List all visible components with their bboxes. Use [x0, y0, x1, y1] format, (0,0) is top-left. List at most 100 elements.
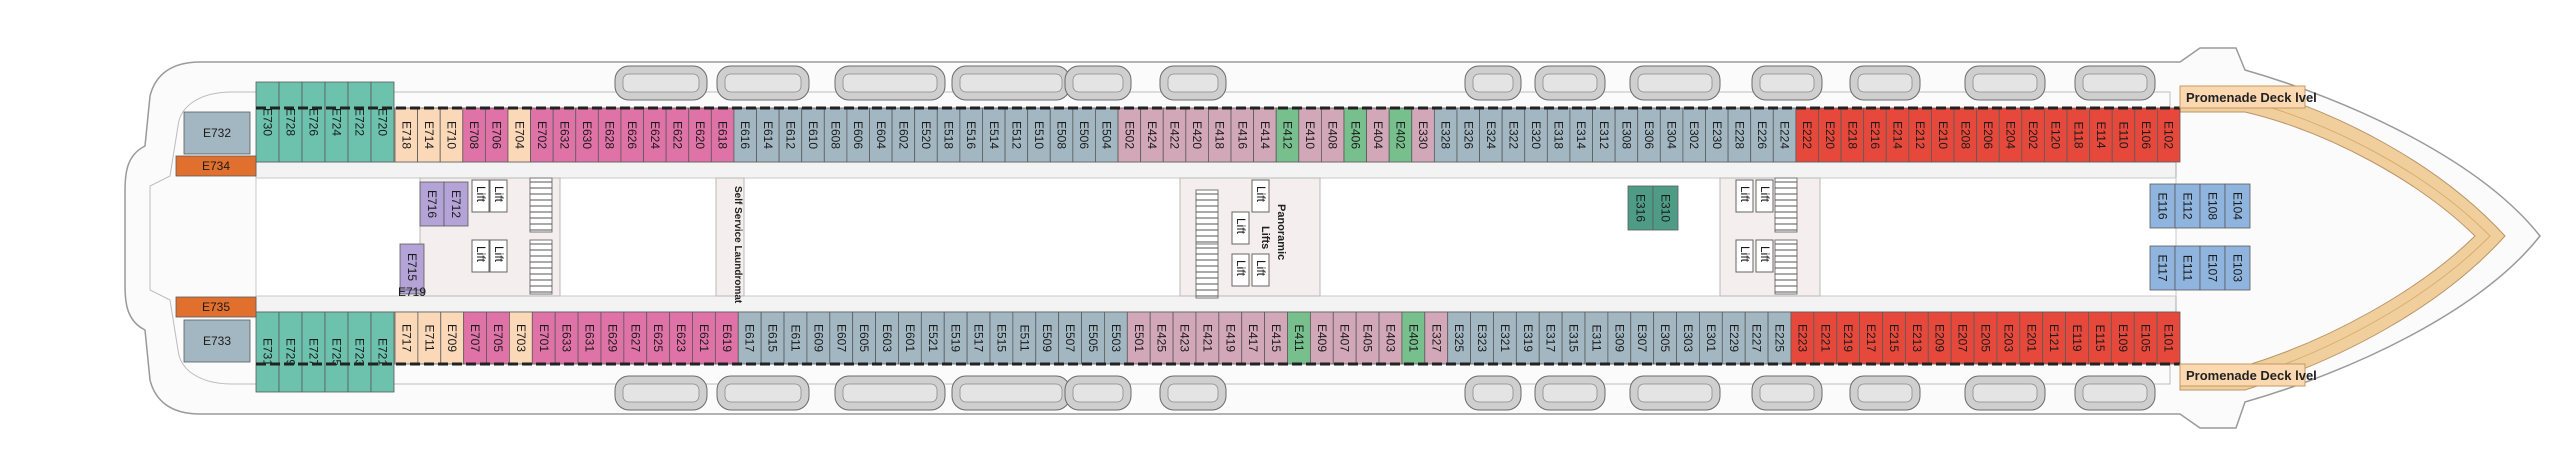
cabin-e116[interactable]: E116	[2149, 183, 2176, 229]
cabin-e707[interactable]: E707	[463, 311, 487, 365]
cabin-e506[interactable]: E506	[1072, 107, 1096, 163]
cabin-e115[interactable]: E115	[2088, 311, 2112, 365]
cabin-e327[interactable]: E327	[1424, 311, 1449, 365]
cabin-e108[interactable]: E108	[2199, 183, 2226, 229]
cabin-e206[interactable]: E206	[1976, 107, 2000, 163]
cabin-e121[interactable]: E121	[2042, 311, 2066, 365]
cabin-e411[interactable]: E411	[1287, 311, 1311, 365]
cabin-e225[interactable]: E225	[1767, 311, 1792, 365]
cabin-e314[interactable]: E314	[1569, 107, 1593, 163]
cabin-e405[interactable]: E405	[1355, 311, 1380, 365]
cabin-e207[interactable]: E207	[1950, 311, 1975, 365]
cabin-e703[interactable]: E703	[509, 311, 533, 365]
cabin-e622[interactable]: E622	[665, 107, 690, 163]
cabin-e631[interactable]: E631	[577, 311, 602, 365]
cabin-e218[interactable]: E218	[1840, 107, 1865, 163]
cabin-e228[interactable]: E228	[1727, 107, 1752, 163]
cabin-e609[interactable]: E609	[806, 311, 831, 365]
cabin-e304[interactable]: E304	[1659, 107, 1684, 163]
cabin-e632[interactable]: E632	[552, 107, 577, 163]
cabin-e109[interactable]: E109	[2110, 311, 2135, 365]
cabin-e627[interactable]: E627	[623, 311, 648, 365]
cabin-e120[interactable]: E120	[2044, 107, 2068, 163]
cabin-e720[interactable]: E720	[370, 81, 395, 163]
cabin-e701[interactable]: E701	[531, 311, 556, 365]
cabin-e201[interactable]: E201	[2019, 311, 2044, 365]
cabin-e216[interactable]: E216	[1863, 107, 1887, 163]
cabin-e717[interactable]: E717	[394, 311, 419, 365]
cabin-e607[interactable]: E607	[829, 311, 854, 365]
cabin-e735[interactable]: E735	[175, 296, 257, 318]
cabin-e202[interactable]: E202	[2021, 107, 2045, 163]
cabin-e722[interactable]: E722	[347, 81, 372, 163]
cabin-e324[interactable]: E324	[1479, 107, 1503, 163]
cabin-e311[interactable]: E311	[1584, 311, 1609, 365]
cabin-e319[interactable]: E319	[1515, 311, 1540, 365]
cabin-e702[interactable]: E702	[530, 107, 554, 163]
cabin-e514[interactable]: E514	[982, 107, 1006, 163]
cabin-e117[interactable]: E117	[2149, 245, 2176, 291]
cabin-e729[interactable]: E729	[278, 311, 303, 393]
cabin-e419[interactable]: E419	[1218, 311, 1243, 365]
cabin-e219[interactable]: E219	[1836, 311, 1861, 365]
cabin-e421[interactable]: E421	[1195, 311, 1220, 365]
cabin-e425[interactable]: E425	[1149, 311, 1174, 365]
cabin-e704[interactable]: E704	[507, 107, 531, 163]
cabin-e617[interactable]: E617	[737, 311, 762, 365]
cabin-e621[interactable]: E621	[692, 311, 716, 365]
cabin-e504[interactable]: E504	[1095, 107, 1119, 163]
cabin-e611[interactable]: E611	[783, 311, 808, 365]
cabin-e111[interactable]: E111	[2174, 245, 2201, 291]
cabin-e412[interactable]: E412	[1275, 107, 1300, 163]
cabin-e227[interactable]: E227	[1744, 311, 1769, 365]
cabin-e316[interactable]: E316	[1627, 185, 1654, 231]
cabin-e224[interactable]: E224	[1772, 107, 1797, 163]
cabin-e103[interactable]: E103	[2224, 245, 2251, 291]
cabin-e604[interactable]: E604	[869, 107, 893, 163]
cabin-e623[interactable]: E623	[669, 311, 693, 365]
cabin-e734[interactable]: E734	[175, 155, 257, 177]
cabin-e619[interactable]: E619	[714, 311, 739, 365]
cabin-e301[interactable]: E301	[1699, 311, 1723, 365]
cabin-e312[interactable]: E312	[1592, 107, 1616, 163]
cabin-e501[interactable]: E501	[1126, 311, 1151, 365]
cabin-e102[interactable]: E102	[2157, 107, 2181, 163]
cabin-e628[interactable]: E628	[597, 107, 622, 163]
cabin-e226[interactable]: E226	[1750, 107, 1774, 163]
cabin-e119[interactable]: E119	[2065, 311, 2089, 365]
cabin-e505[interactable]: E505	[1081, 311, 1105, 365]
cabin-e721[interactable]: E721	[370, 311, 395, 393]
cabin-e716[interactable]: E716	[419, 181, 445, 227]
cabin-e719[interactable]: E719	[398, 285, 426, 299]
cabin-e105[interactable]: E105	[2133, 311, 2158, 365]
cabin-e723[interactable]: E723	[347, 311, 372, 393]
cabin-e724[interactable]: E724	[324, 81, 349, 163]
cabin-e321[interactable]: E321	[1493, 311, 1517, 365]
cabin-e711[interactable]: E711	[417, 311, 442, 365]
cabin-e521[interactable]: E521	[920, 311, 945, 365]
cabin-e730[interactable]: E730	[255, 81, 280, 163]
cabin-e715[interactable]: E715	[399, 243, 425, 291]
cabin-e510[interactable]: E510	[1027, 107, 1051, 163]
cabin-e414[interactable]: E414	[1253, 107, 1277, 163]
cabin-e714[interactable]: E714	[417, 107, 441, 163]
cabin-e518[interactable]: E518	[936, 107, 961, 163]
cabin-e315[interactable]: E315	[1561, 311, 1586, 365]
cabin-e317[interactable]: E317	[1538, 311, 1563, 365]
cabin-e515[interactable]: E515	[989, 311, 1014, 365]
cabin-e519[interactable]: E519	[943, 311, 968, 365]
cabin-e606[interactable]: E606	[846, 107, 870, 163]
cabin-e408[interactable]: E408	[1320, 107, 1345, 163]
cabin-e629[interactable]: E629	[600, 311, 625, 365]
cabin-e204[interactable]: E204	[1998, 107, 2023, 163]
cabin-e610[interactable]: E610	[801, 107, 825, 163]
cabin-e407[interactable]: E407	[1332, 311, 1357, 365]
cabin-e214[interactable]: E214	[1885, 107, 1910, 163]
cabin-e712[interactable]: E712	[443, 181, 469, 227]
cabin-e630[interactable]: E630	[575, 107, 599, 163]
cabin-e614[interactable]: E614	[756, 107, 780, 163]
cabin-e210[interactable]: E210	[1931, 107, 1955, 163]
cabin-e516[interactable]: E516	[959, 107, 983, 163]
cabin-e220[interactable]: E220	[1818, 107, 1842, 163]
cabin-e223[interactable]: E223	[1790, 311, 1815, 365]
